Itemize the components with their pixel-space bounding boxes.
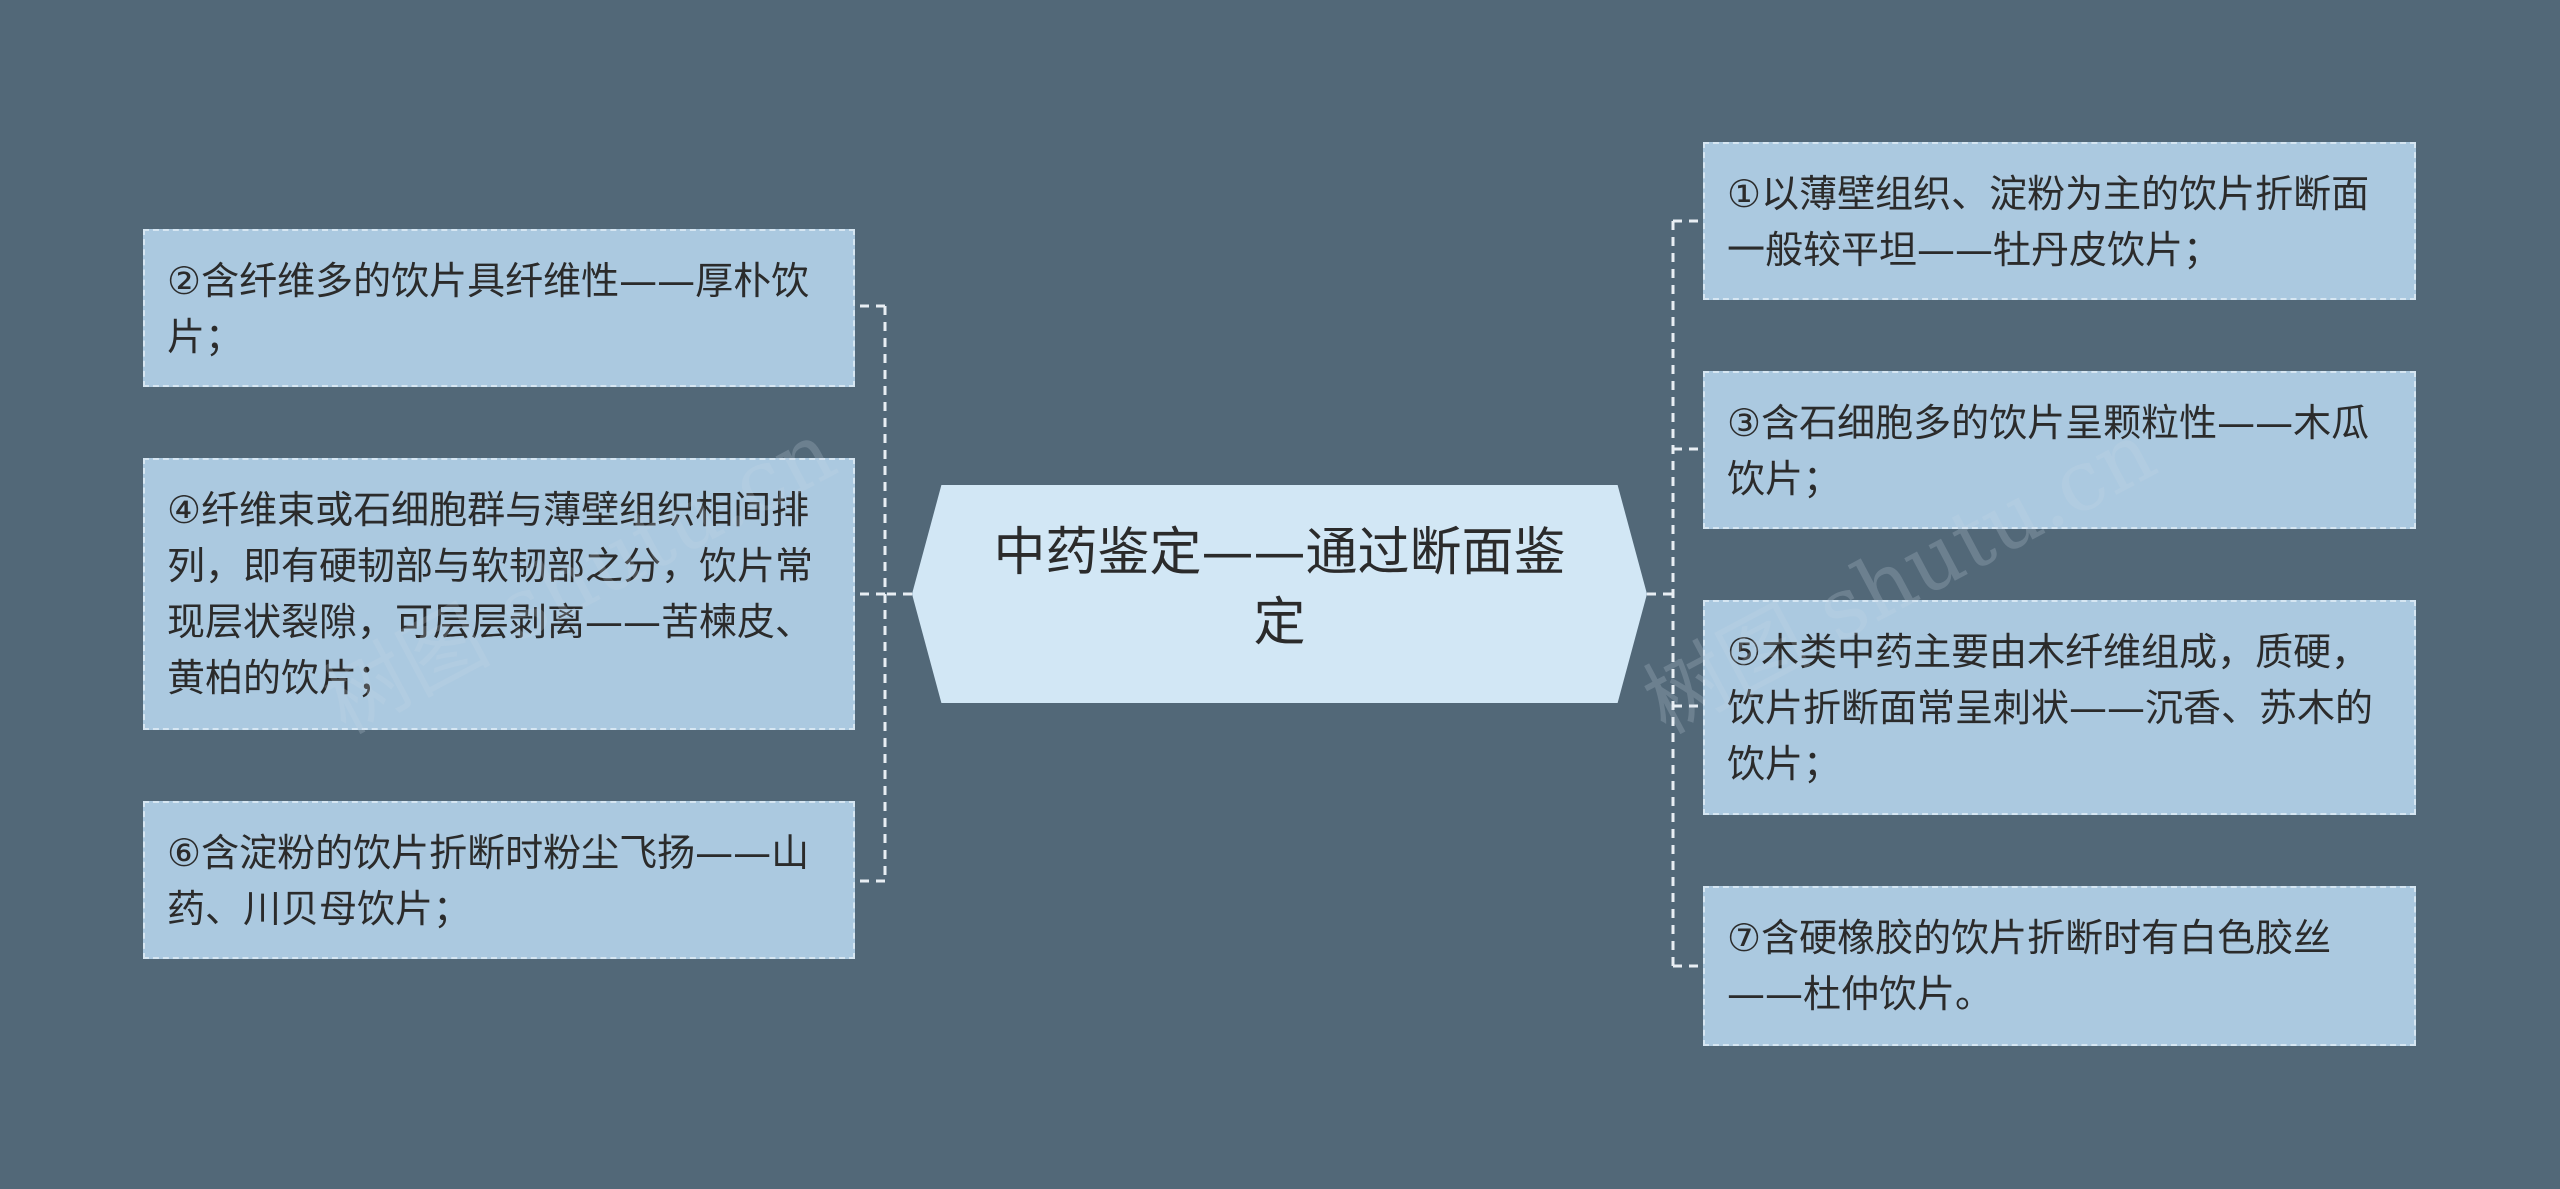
topic-node-1-label: ①以薄壁组织、淀粉为主的饮片折断面一般较平坦——牡丹皮饮片； <box>1727 172 2370 272</box>
topic-node-5[interactable]: ⑤木类中药主要由木纤维组成，质硬，饮片折断面常呈刺状——沉香、苏木的饮片； <box>1703 600 2416 815</box>
topic-node-5-label: ⑤木类中药主要由木纤维组成，质硬，饮片折断面常呈刺状——沉香、苏木的饮片； <box>1727 630 2374 786</box>
central-topic[interactable]: 中药鉴定——通过断面鉴定 <box>912 485 1647 703</box>
topic-node-4[interactable]: ④纤维束或石细胞群与薄壁组织相间排列，即有硬韧部与软韧部之分，饮片常现层状裂隙，… <box>143 458 855 730</box>
topic-node-4-label: ④纤维束或石细胞群与薄壁组织相间排列，即有硬韧部与软韧部之分，饮片常现层状裂隙，… <box>167 488 814 700</box>
topic-node-2[interactable]: ②含纤维多的饮片具纤维性——厚朴饮片； <box>143 229 855 387</box>
topic-node-6-label: ⑥含淀粉的饮片折断时粉尘飞扬——山药、川贝母饮片； <box>167 831 810 931</box>
topic-node-7-label: ⑦含硬橡胶的饮片折断时有白色胶丝——杜仲饮片。 <box>1727 916 2332 1016</box>
topic-node-2-label: ②含纤维多的饮片具纤维性——厚朴饮片； <box>167 259 810 359</box>
topic-node-7[interactable]: ⑦含硬橡胶的饮片折断时有白色胶丝——杜仲饮片。 <box>1703 886 2416 1046</box>
central-topic-label: 中药鉴定——通过断面鉴定 <box>993 523 1566 653</box>
topic-node-6[interactable]: ⑥含淀粉的饮片折断时粉尘飞扬——山药、川贝母饮片； <box>143 801 855 959</box>
topic-node-1[interactable]: ①以薄壁组织、淀粉为主的饮片折断面一般较平坦——牡丹皮饮片； <box>1703 142 2416 300</box>
topic-node-3[interactable]: ③含石细胞多的饮片呈颗粒性——木瓜饮片； <box>1703 371 2416 529</box>
topic-node-3-label: ③含石细胞多的饮片呈颗粒性——木瓜饮片； <box>1727 401 2370 501</box>
